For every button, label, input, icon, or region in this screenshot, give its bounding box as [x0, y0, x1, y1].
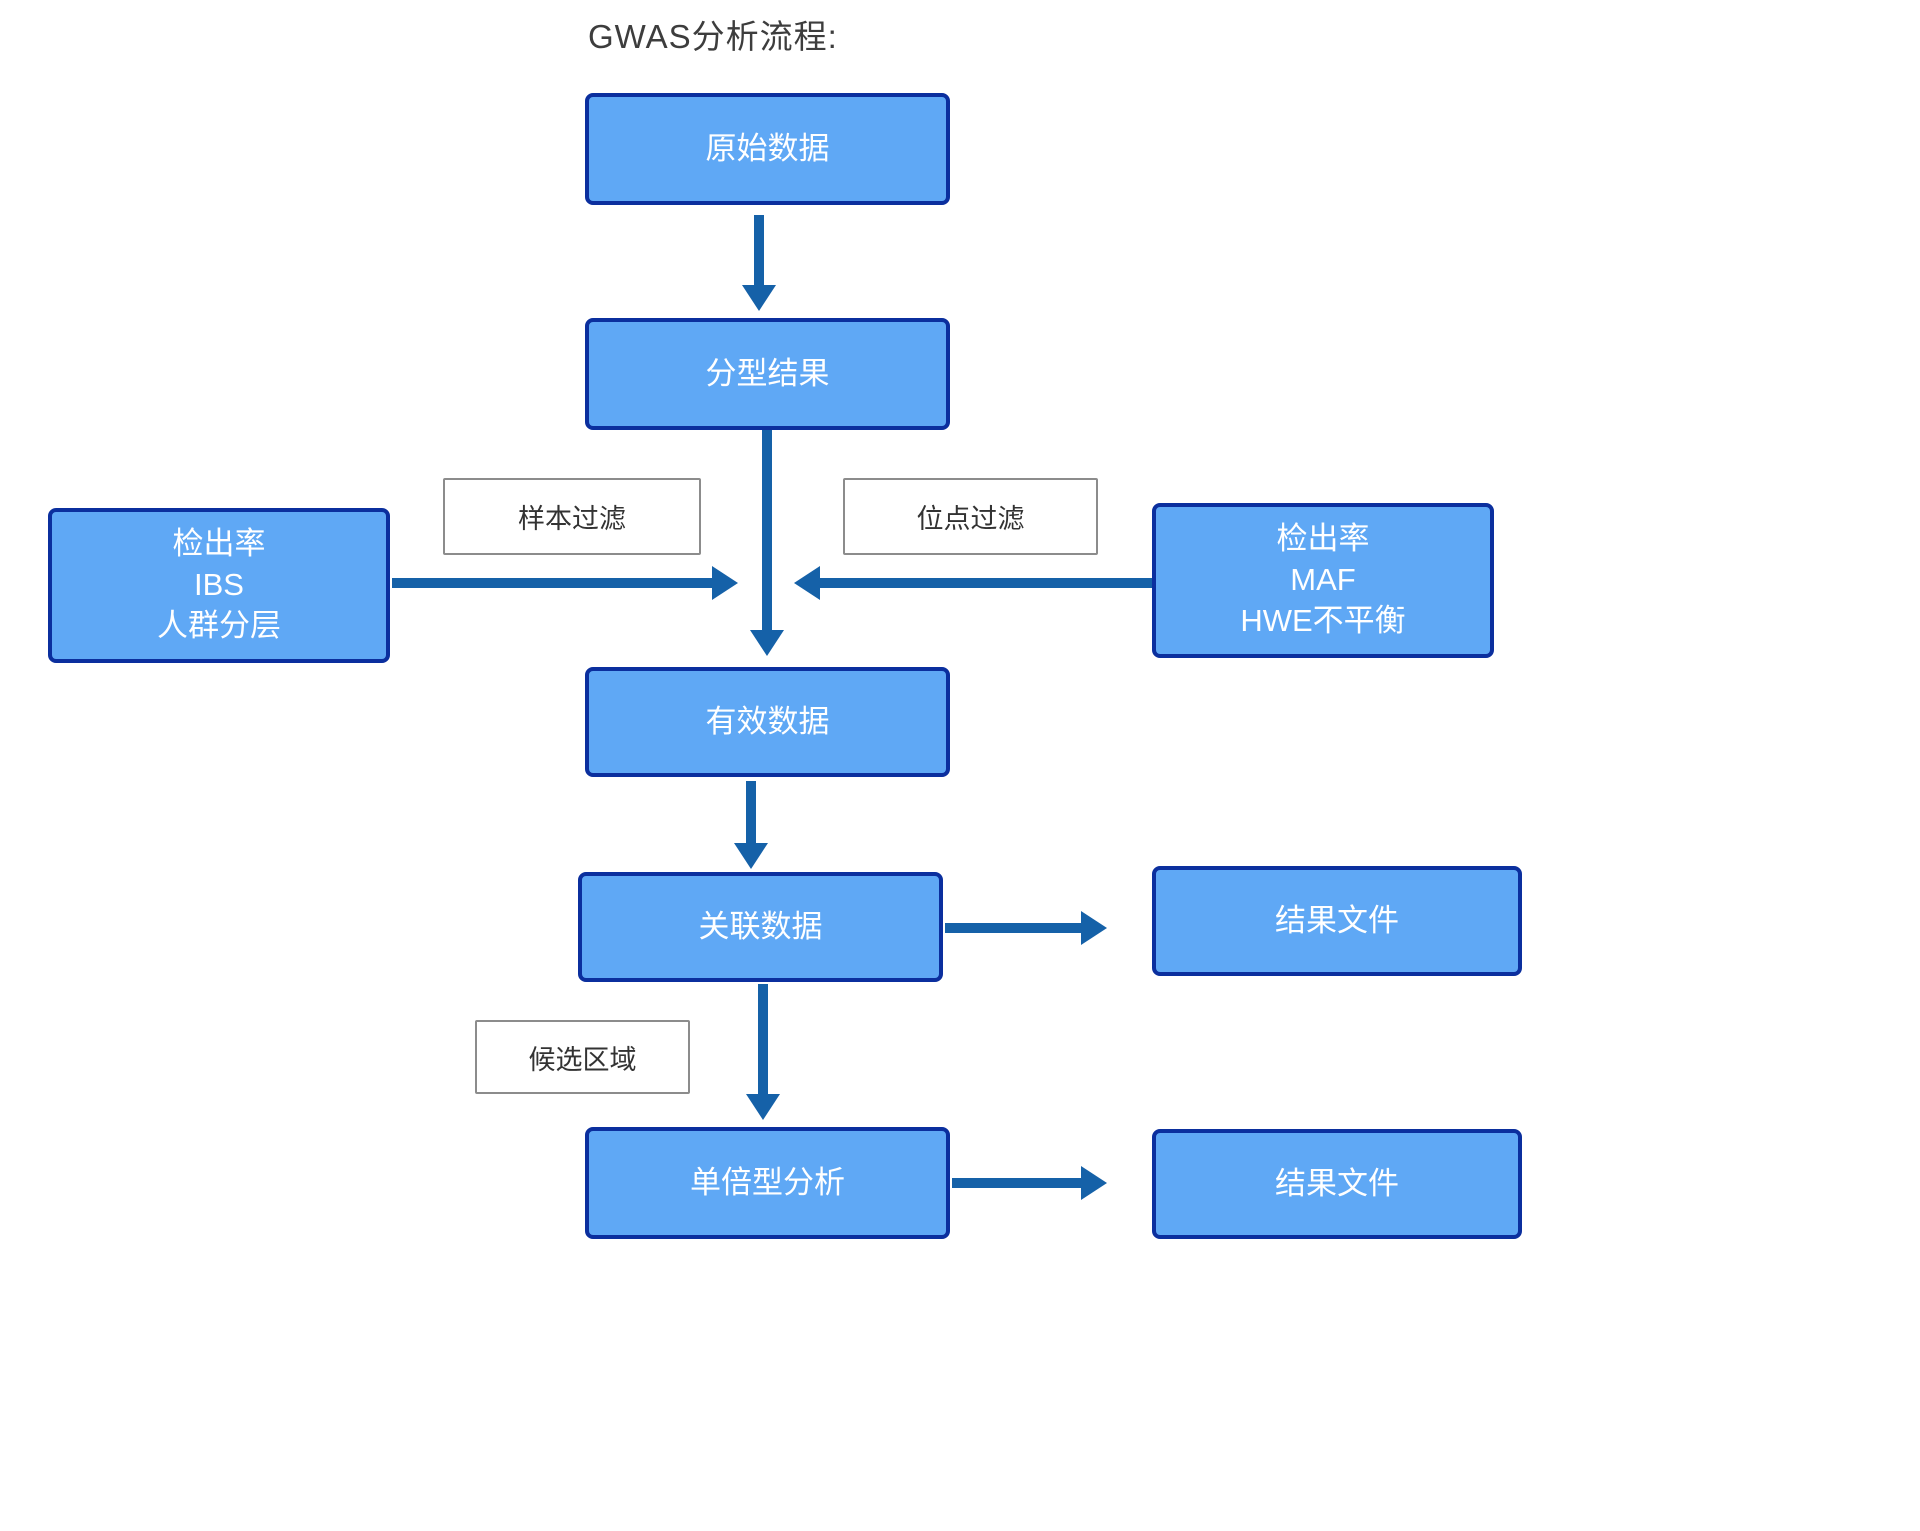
node-result-file-haplotype: 结果文件	[1152, 1129, 1522, 1239]
node-site-qc-line1: 检出率	[1276, 521, 1370, 557]
arrow-genotyping-to-valid	[750, 430, 784, 656]
node-sample-qc-line2: IBS	[194, 567, 244, 603]
arrow-association-to-haplotype	[746, 984, 780, 1120]
node-genotyping-result: 分型结果	[585, 318, 950, 430]
node-valid-data: 有效数据	[585, 667, 950, 777]
node-association-data-label: 关联数据	[698, 908, 823, 944]
node-result-file-haplotype-label: 结果文件	[1275, 1165, 1399, 1201]
node-sample-qc-line1: 检出率	[172, 526, 266, 562]
node-raw-data: 原始数据	[585, 93, 950, 205]
node-site-qc: 检出率 MAF HWE不平衡	[1152, 503, 1494, 658]
edge-label-sample-filter: 样本过滤	[443, 478, 701, 555]
node-sample-qc: 检出率 IBS 人群分层	[48, 508, 390, 663]
node-raw-data-label: 原始数据	[705, 130, 830, 166]
node-site-qc-line3: HWE不平衡	[1240, 602, 1406, 638]
arrow-valid-to-association	[734, 781, 768, 869]
node-result-file-association: 结果文件	[1152, 866, 1522, 976]
diagram-title: GWAS分析流程:	[588, 18, 838, 55]
node-haplotype-analysis: 单倍型分析	[585, 1127, 950, 1239]
arrow-site-qc-to-center	[794, 566, 1152, 600]
edge-label-sample-filter-text: 样本过滤	[518, 504, 626, 534]
arrow-haplotype-to-result	[952, 1166, 1107, 1200]
node-valid-data-label: 有效数据	[705, 703, 830, 739]
edge-label-candidate-region-text: 候选区域	[528, 1044, 637, 1075]
node-genotyping-result-label: 分型结果	[705, 355, 830, 391]
node-site-qc-line2: MAF	[1290, 562, 1356, 598]
node-result-file-association-label: 结果文件	[1275, 902, 1399, 938]
arrow-sample-qc-to-center	[392, 566, 738, 600]
arrow-raw-to-genotyping	[742, 215, 776, 311]
edge-label-site-filter: 位点过滤	[843, 478, 1098, 555]
node-sample-qc-line3: 人群分层	[157, 607, 281, 643]
edge-label-site-filter-text: 位点过滤	[916, 504, 1025, 534]
edge-label-candidate-region: 候选区域	[475, 1020, 690, 1094]
node-association-data: 关联数据	[578, 872, 943, 982]
node-haplotype-analysis-label: 单倍型分析	[690, 1164, 845, 1200]
arrow-association-to-result	[945, 911, 1107, 945]
